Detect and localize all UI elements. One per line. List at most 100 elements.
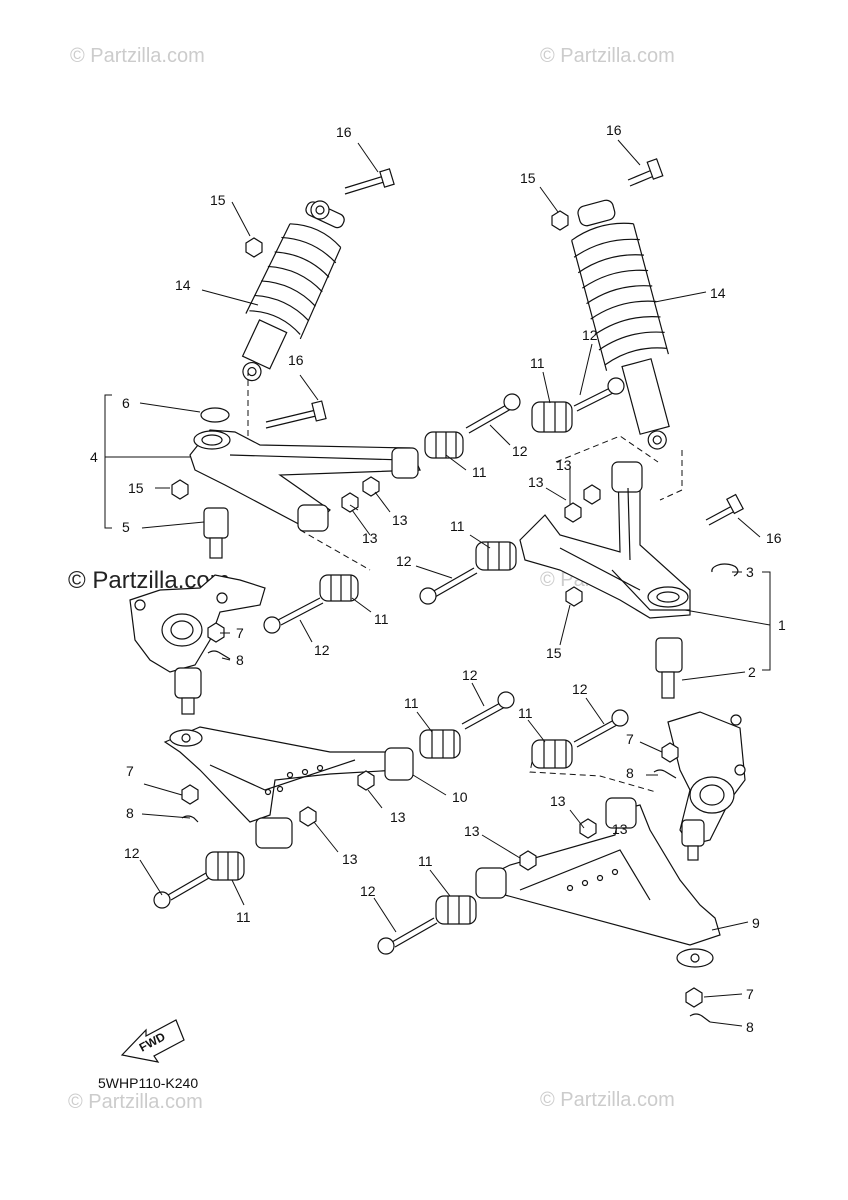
left-lower-bushing-rear (419, 729, 461, 759)
right-shock-nut (551, 210, 569, 231)
watermark-bottom-right: © Partzilla.com (540, 1089, 675, 1111)
callout-16: 16 (288, 352, 304, 368)
callout-13: 13 (362, 530, 378, 546)
callout-7: 7 (236, 625, 244, 641)
left-lower-ball-joint (174, 667, 202, 715)
callout-16: 16 (606, 122, 622, 138)
callout-6: 6 (122, 395, 130, 411)
callout-13: 13 (390, 809, 406, 825)
right-upper-arm (519, 461, 691, 619)
callout-7: 7 (626, 731, 634, 747)
left-lower-bolt-rear (461, 691, 515, 730)
right-arm-bolt (705, 493, 744, 526)
callout-11: 11 (518, 705, 533, 721)
right-shock-mount-line (659, 450, 683, 501)
callout-11: 11 (450, 518, 465, 534)
callout-11: 11 (236, 909, 251, 925)
right-lower-ball-joint (681, 819, 705, 861)
callout-7: 7 (126, 763, 134, 779)
left-shock-upper-bolt (344, 168, 395, 195)
left-knuckle (129, 574, 266, 673)
right-lower-bushing-rear (531, 739, 573, 769)
left-circlip (200, 407, 230, 423)
left-upper-bolt-front (263, 597, 324, 634)
left-lower-arm (163, 726, 414, 849)
callout-8: 8 (746, 1019, 754, 1035)
callout-12: 12 (512, 443, 528, 459)
watermark-top-right: © Partzilla.com (540, 45, 675, 67)
right-lower-bushing-front (435, 895, 477, 925)
left-upper-bolt-rear (465, 393, 521, 434)
right-upper-bushing-rear (531, 401, 573, 433)
right-lower-dash-line (529, 761, 657, 793)
right-knuckle (667, 711, 746, 846)
left-upper-dash-line (299, 529, 371, 571)
watermark-bottom-left: © Partzilla.com (68, 1091, 203, 1113)
fwd-arrow-icon: FWD (120, 1019, 185, 1063)
callout-13: 13 (550, 793, 566, 809)
callout-3: 3 (746, 564, 754, 580)
callout-13: 13 (342, 851, 358, 867)
left-knuckle-nut (207, 622, 225, 643)
callout-11: 11 (472, 464, 487, 480)
callout-8: 8 (236, 652, 244, 668)
callout-13: 13 (464, 823, 480, 839)
left-arm-bolt (265, 400, 327, 429)
callout-13: 13 (392, 512, 408, 528)
diagram-code: 5WHP110-K240 (98, 1075, 198, 1091)
right-circlip (711, 563, 739, 577)
left-cotter-pin (207, 650, 231, 660)
callout-10: 10 (452, 789, 468, 805)
right-upper-bolt-front (419, 567, 478, 605)
left-shock-absorber (241, 200, 345, 382)
callout-16: 16 (336, 124, 352, 140)
left-upper-arm (189, 429, 421, 532)
left-lower-nut-b (299, 806, 317, 827)
callout-4: 4 (90, 449, 98, 465)
left-lower-bolt-front (153, 872, 210, 909)
callout-16: 16 (766, 530, 782, 546)
right-lower-nut-7 (685, 987, 703, 1008)
right-lower-bolt-rear (573, 709, 629, 748)
callout-12: 12 (124, 845, 140, 861)
watermark-top-left: © Partzilla.com (70, 45, 205, 67)
callout-8: 8 (126, 805, 134, 821)
callout-8: 8 (626, 765, 634, 781)
left-upper-ball-joint (203, 507, 229, 559)
callout-13: 13 (556, 457, 572, 473)
right-upper-dash-line (555, 435, 659, 463)
callout-15: 15 (546, 645, 562, 661)
left-lower-cotter-pin (181, 815, 199, 823)
callout-15: 15 (128, 480, 144, 496)
right-upper-bushing-front (475, 541, 517, 571)
left-upper-bushing-front (319, 574, 359, 602)
right-upper-nut-a (564, 502, 582, 523)
callout-9: 9 (752, 915, 760, 931)
callout-13: 13 (612, 821, 628, 837)
right-upper-bolt-rear (573, 377, 625, 412)
left-upper-nut-b (362, 476, 380, 497)
callout-11: 11 (404, 695, 419, 711)
left-lower-nut-a (357, 770, 375, 791)
left-upper-nut-a (341, 492, 359, 513)
callout-14: 14 (710, 285, 726, 301)
right-shock-upper-bolt (627, 158, 664, 187)
callout-7: 7 (746, 986, 754, 1002)
callout-12: 12 (462, 667, 478, 683)
callout-1: 1 (778, 617, 786, 633)
right-upper-nut-b (583, 484, 601, 505)
right-lower-nut-b (519, 850, 537, 871)
callout-12: 12 (572, 681, 588, 697)
right-upper-ball-joint (655, 637, 683, 699)
left-shock-nut (245, 237, 263, 258)
left-arm-nut (171, 479, 189, 500)
right-lower-cotter-pin (689, 1013, 711, 1023)
callout-labels: 16 15 14 16 6 4 15 5 13 13 11 12 11 12 7… (90, 122, 786, 1035)
callout-11: 11 (374, 611, 389, 627)
right-cotter-pin (653, 769, 677, 779)
right-lower-bolt-front (377, 917, 438, 955)
right-lower-nut-a (579, 818, 597, 839)
callout-11: 11 (530, 355, 545, 371)
callout-12: 12 (314, 642, 330, 658)
